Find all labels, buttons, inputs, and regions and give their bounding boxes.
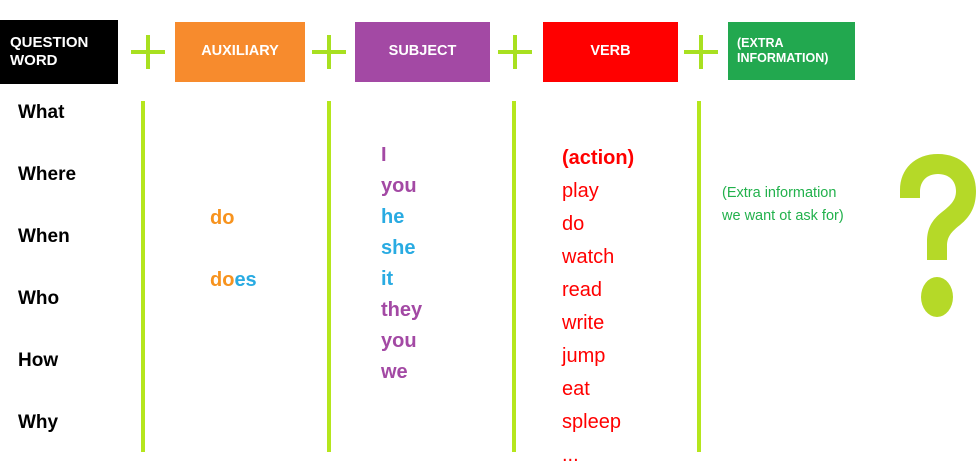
header-extra-line2: INFORMATION) — [737, 51, 829, 65]
question-mark-icon — [898, 152, 978, 322]
auxiliary-item-does: does — [210, 268, 310, 330]
subject-item: he — [381, 206, 405, 228]
verb-item-action: (action) — [562, 147, 635, 169]
extra-information-text: (Extra information we want ot ask for) — [722, 182, 887, 228]
header-verb-label: VERB — [590, 43, 631, 60]
extra-information-line1: (Extra information — [722, 185, 837, 201]
subject-item: it — [381, 268, 394, 290]
verb-item: do — [562, 213, 585, 235]
question-word-item: Who — [18, 288, 60, 309]
header-box-verb: VERB — [543, 22, 678, 82]
verb-item: write — [562, 312, 605, 334]
question-word-item: What — [18, 102, 65, 123]
verb-item: eat — [562, 378, 590, 400]
header-question-word-line1: QUESTION — [10, 33, 89, 51]
verb-item: watch — [562, 246, 615, 268]
header-extra-line1: (EXTRA — [737, 35, 784, 50]
verb-item-ellipsis: ... — [562, 444, 579, 466]
auxiliary-item-do: do — [210, 206, 310, 268]
plus-icon-3 — [498, 35, 532, 69]
column-subjects: I you he she it they you we — [381, 140, 501, 388]
verb-item: jump — [562, 345, 606, 367]
subject-item: we — [381, 361, 408, 383]
column-divider-3 — [512, 101, 516, 452]
question-word-item: Why — [18, 412, 59, 433]
subject-item: I — [381, 144, 387, 166]
column-divider-1 — [141, 101, 145, 452]
subject-item: they — [381, 299, 423, 321]
question-word-item: When — [18, 226, 70, 247]
plus-icon-2 — [312, 35, 346, 69]
question-word-item: How — [18, 350, 59, 371]
header-box-extra-information: (EXTRA INFORMATION) — [728, 22, 855, 80]
auxiliary-does-stem: do — [210, 269, 235, 291]
header-auxiliary-label: AUXILIARY — [201, 43, 279, 60]
column-divider-4 — [697, 101, 701, 452]
subject-item: she — [381, 237, 416, 259]
header-box-subject: SUBJECT — [355, 22, 490, 82]
column-question-words: What Where When Who How Why — [18, 98, 128, 466]
question-word-item: Where — [18, 164, 77, 185]
verb-item: play — [562, 180, 599, 202]
column-divider-2 — [327, 101, 331, 452]
plus-icon-1 — [131, 35, 165, 69]
plus-icon-4 — [684, 35, 718, 69]
column-verbs: (action) play do watch read write jump e… — [562, 142, 692, 466]
subject-item: you — [381, 175, 417, 197]
header-box-auxiliary: AUXILIARY — [175, 22, 305, 82]
auxiliary-does-suffix: es — [234, 269, 257, 291]
verb-item: spleep — [562, 411, 621, 433]
auxiliary-do-stem: do — [210, 207, 235, 229]
subject-item: you — [381, 330, 417, 352]
header-subject-label: SUBJECT — [388, 43, 457, 60]
header-box-question-word: QUESTION WORD — [0, 20, 118, 84]
header-question-word-line2: WORD — [10, 52, 58, 69]
verb-item: read — [562, 279, 603, 301]
extra-information-line2: we want ot ask for) — [722, 208, 844, 224]
column-auxiliaries: do does — [210, 206, 310, 330]
